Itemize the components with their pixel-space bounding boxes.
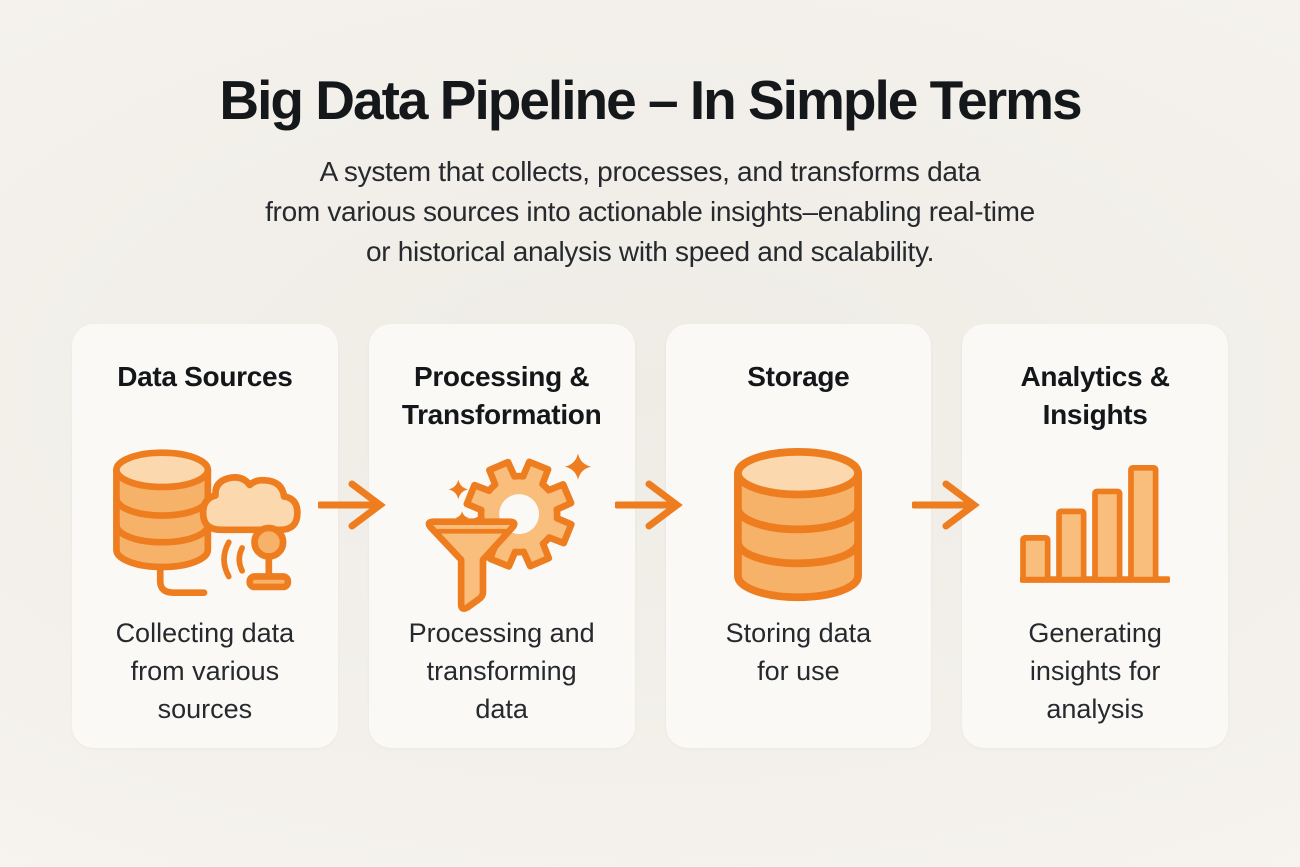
bar-chart-icon <box>1020 464 1171 583</box>
subtitle-line-3: or historical analysis with speed and sc… <box>365 236 935 267</box>
card-storage: Storage Storing data for use <box>665 324 932 748</box>
card-caption-analytics: Generating insights for analysis <box>1028 618 1162 724</box>
data-sources-icon <box>112 448 301 596</box>
card-processing-transformation: Processing & Transformation <box>368 324 635 748</box>
database-icon <box>112 448 212 570</box>
card-analytics-insights: Analytics & Insights Generating insights… <box>962 324 1228 748</box>
cloud-icon <box>199 473 301 533</box>
processing-icon <box>425 453 591 612</box>
card-caption-storage: Storing data for use <box>725 618 872 686</box>
card-data-sources: Data Sources <box>72 324 338 748</box>
icon-band <box>678 438 920 614</box>
arrow-right-icon <box>912 480 980 530</box>
arrow-right-icon <box>318 480 386 530</box>
card-title-data-sources: Data Sources <box>117 361 293 392</box>
icon-band <box>974 438 1216 614</box>
card-caption-processing: Processing and transforming data <box>408 618 595 724</box>
pipeline-steps-row: Data Sources <box>72 324 1228 748</box>
icon-band <box>84 438 326 614</box>
sensor-icon <box>221 524 292 590</box>
card-title-processing: Processing & Transformation <box>401 361 602 430</box>
storage-icon <box>734 447 863 601</box>
analytics-icon <box>1020 464 1171 583</box>
database-icon <box>734 447 863 601</box>
arrow-right-icon <box>615 480 683 530</box>
subtitle-line-2: from various sources into actionable ins… <box>265 196 1035 227</box>
card-caption-data-sources: Collecting data from various sources <box>115 618 295 724</box>
sparkle-icon <box>447 453 591 525</box>
card-title-storage: Storage <box>747 361 850 392</box>
page-subtitle: A system that collects, processes, and t… <box>0 152 1300 272</box>
funnel-icon <box>425 518 518 612</box>
card-title-analytics: Analytics & Insights <box>1020 361 1171 430</box>
icon-band <box>381 438 623 614</box>
subtitle-line-1: A system that collects, processes, and t… <box>319 156 981 187</box>
page-title: Big Data Pipeline – In Simple Terms <box>219 69 1082 131</box>
